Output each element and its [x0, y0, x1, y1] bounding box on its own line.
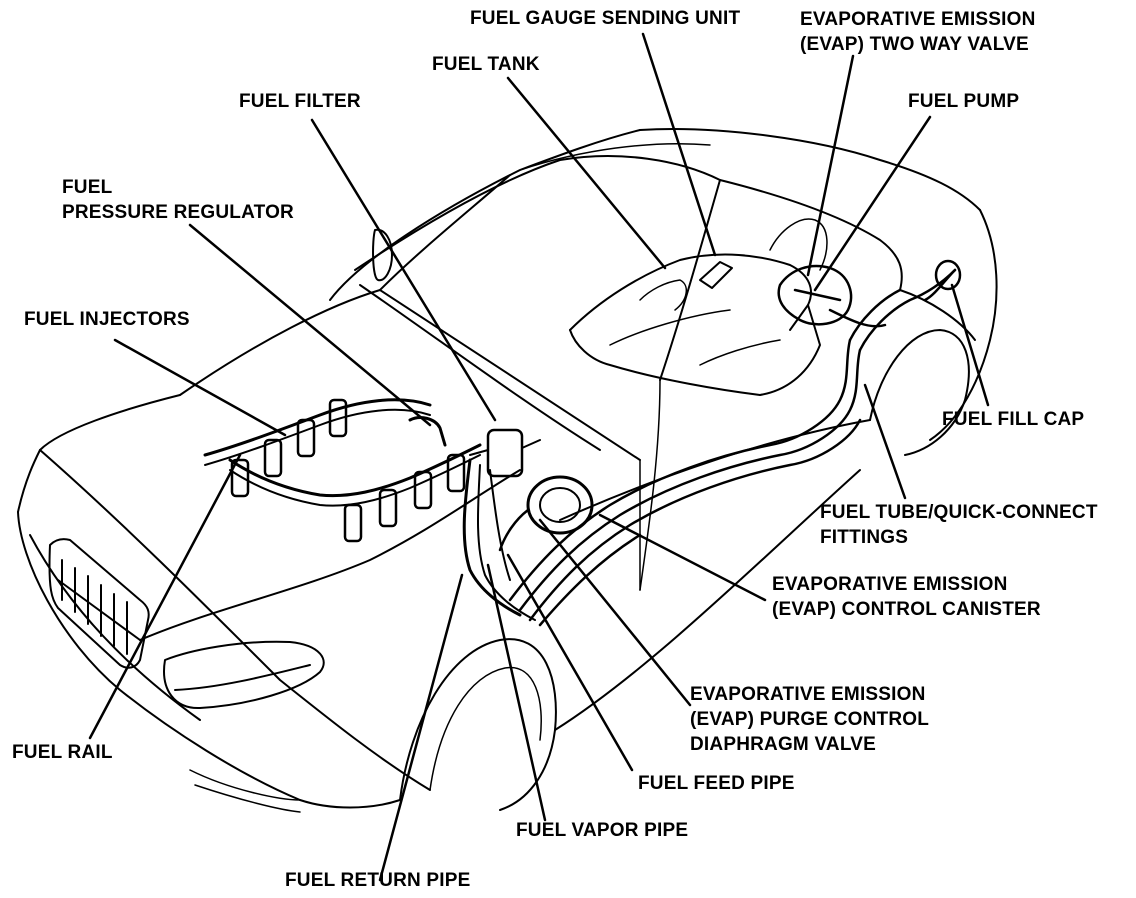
label-text: FUEL TANK [432, 54, 540, 75]
label-line: EVAPORATIVE EMISSION [800, 9, 1036, 30]
leader-lines [88, 32, 990, 882]
label-text: FUEL RETURN PIPE [285, 870, 471, 891]
label-line: EVAPORATIVE EMISSION [772, 574, 1008, 595]
label-fuel-tank: FUEL TANK [432, 52, 540, 77]
label-text: FUEL PUMP [908, 91, 1020, 112]
label-line: FITTINGS [820, 527, 909, 548]
label-text: FUEL INJECTORS [24, 309, 190, 330]
label-text: FUEL VAPOR PIPE [516, 820, 689, 841]
label-line: FUEL TUBE/QUICK-CONNECT [820, 502, 1098, 523]
label-line: (EVAP) TWO WAY VALVE [800, 34, 1029, 55]
label-evap-purge-valve: EVAPORATIVE EMISSION (EVAP) PURGE CONTRO… [690, 682, 929, 757]
label-fuel-rail: FUEL RAIL [12, 740, 113, 765]
label-text: FUEL FILL CAP [942, 409, 1085, 430]
label-text: FUEL RAIL [12, 742, 113, 763]
label-line: EVAPORATIVE EMISSION [690, 684, 926, 705]
evap-canister-drawing [498, 475, 594, 552]
fuel-pump-drawing [777, 259, 962, 328]
label-line: PRESSURE REGULATOR [62, 202, 294, 223]
label-text: FUEL FILTER [239, 91, 361, 112]
label-evap-control-canister: EVAPORATIVE EMISSION (EVAP) CONTROL CANI… [772, 572, 1041, 622]
label-fuel-return-pipe: FUEL RETURN PIPE [285, 868, 470, 893]
label-fuel-pressure-regulator: FUEL PRESSURE REGULATOR [62, 175, 294, 225]
label-evap-two-way-valve: EVAPORATIVE EMISSION (EVAP) TWO WAY VALV… [800, 7, 1036, 57]
label-fuel-feed-pipe: FUEL FEED PIPE [638, 771, 795, 796]
label-fuel-fill-cap: FUEL FILL CAP [942, 407, 1084, 432]
label-text: FUEL FEED PIPE [638, 773, 795, 794]
label-line: (EVAP) CONTROL CANISTER [772, 599, 1041, 620]
label-fuel-gauge-sending-unit: FUEL GAUGE SENDING UNIT [470, 6, 740, 31]
label-fuel-filter: FUEL FILTER [239, 89, 361, 114]
pipe-bundle [508, 268, 957, 627]
label-fuel-pump: FUEL PUMP [908, 89, 1019, 114]
engine-fuel-rail-drawing [203, 398, 541, 621]
label-line: FUEL [62, 177, 113, 198]
label-fuel-tube-fittings: FUEL TUBE/QUICK-CONNECT FITTINGS [820, 500, 1098, 550]
label-line: (EVAP) PURGE CONTROL [690, 709, 930, 730]
label-fuel-vapor-pipe: FUEL VAPOR PIPE [516, 818, 688, 843]
fuel-tank-drawing [569, 253, 821, 396]
label-line: DIAPHRAGM VALVE [690, 734, 876, 755]
label-fuel-injectors: FUEL INJECTORS [24, 307, 190, 332]
label-text: FUEL GAUGE SENDING UNIT [470, 8, 741, 29]
